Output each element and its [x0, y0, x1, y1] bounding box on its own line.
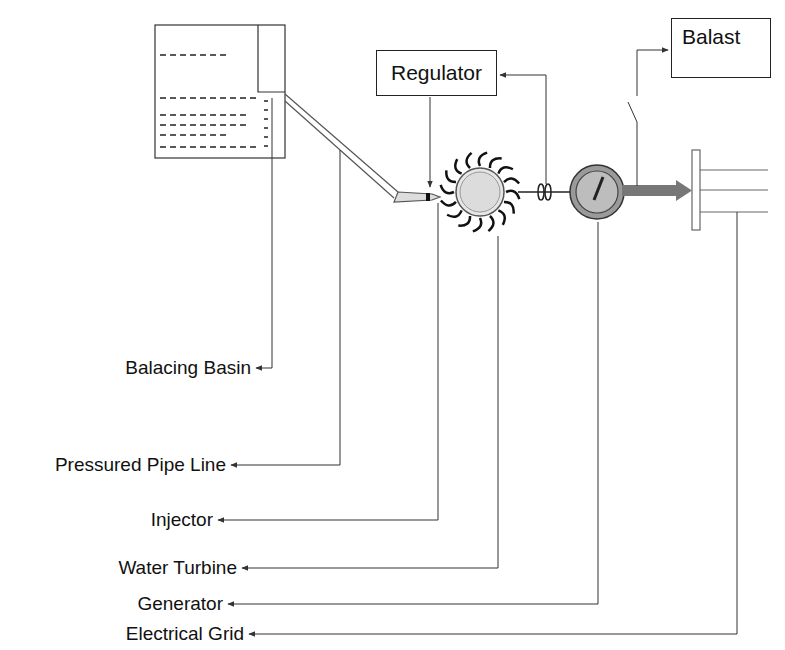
part-label: Balacing Basin — [124, 357, 252, 379]
ballast-switch — [628, 50, 668, 186]
power-arrow — [622, 180, 692, 201]
grid-plug — [692, 150, 768, 230]
box-label: Balast — [682, 25, 760, 49]
part-label: Water Turbine — [117, 557, 238, 579]
component-box: Balast — [671, 18, 771, 78]
leader-lines — [218, 98, 737, 634]
part-label: Pressured Pipe Line — [54, 454, 227, 476]
water-turbine — [441, 153, 520, 232]
balancing-basin — [155, 25, 285, 158]
control-arrow — [430, 97, 431, 187]
part-label: Injector — [150, 509, 214, 531]
part-label: Generator — [136, 593, 224, 615]
component-box: Regulator — [376, 50, 497, 96]
shaft — [518, 184, 572, 200]
box-label: Regulator — [391, 61, 482, 85]
pressure-pipe — [285, 94, 440, 202]
part-label: Electrical Grid — [125, 623, 245, 645]
generator — [570, 165, 624, 219]
feedback-line — [500, 75, 546, 184]
